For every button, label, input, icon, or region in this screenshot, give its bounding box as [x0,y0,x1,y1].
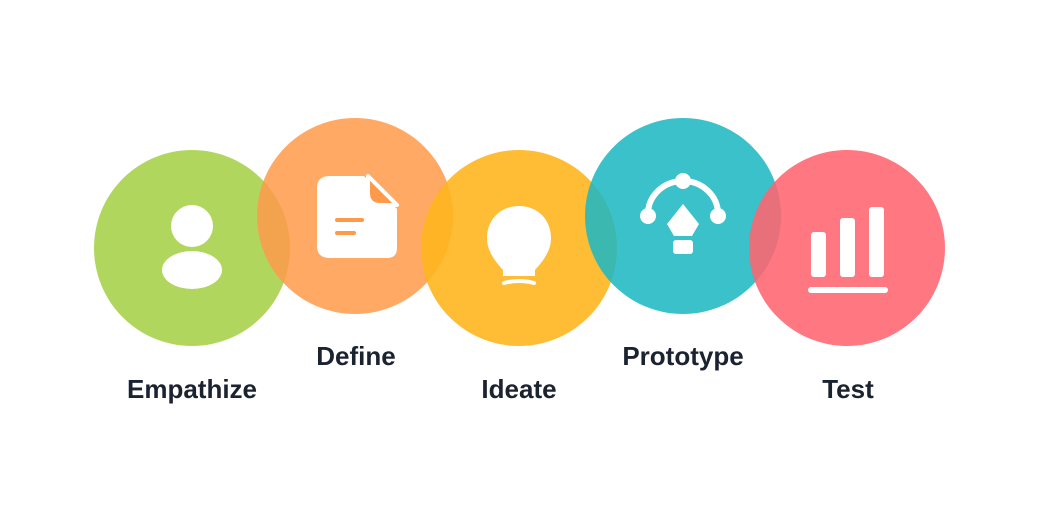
lightbulb-icon [487,206,551,285]
prototype-label: Prototype [622,341,743,371]
person-icon [162,205,222,289]
ideate-label: Ideate [481,374,556,404]
document-icon [317,174,399,258]
empathize-label: Empathize [127,374,257,404]
test-label: Test [822,374,874,404]
empathize-circle [94,150,290,346]
vector-pen-icon [640,173,726,254]
define-label: Define [316,341,395,371]
bar-chart-icon [808,207,888,293]
